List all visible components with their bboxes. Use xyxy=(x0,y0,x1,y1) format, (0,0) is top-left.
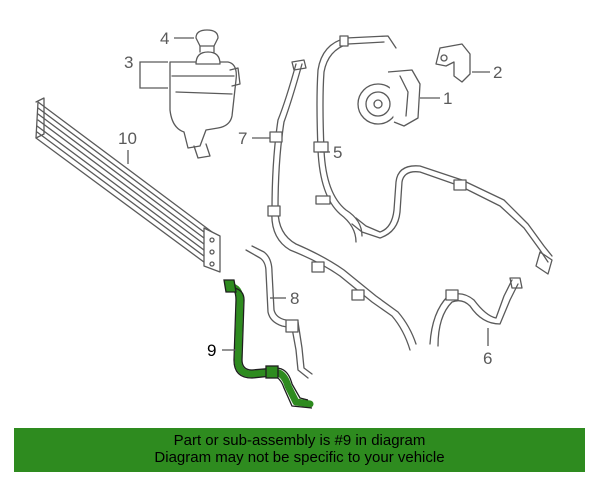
part-7-return-line[interactable] xyxy=(267,59,417,351)
part-2-bracket[interactable] xyxy=(435,43,471,83)
part-10-oil-cooler[interactable] xyxy=(35,97,221,273)
part-1-power-steering-pump[interactable] xyxy=(357,69,421,127)
callout-1: 1 xyxy=(443,89,452,108)
banner-line-2: Diagram may not be specific to your vehi… xyxy=(154,449,445,466)
callout-leaders xyxy=(127,37,490,351)
callout-10: 10 xyxy=(118,129,137,148)
callout-3: 3 xyxy=(124,53,133,72)
banner-line-1: Part or sub-assembly is #9 in diagram xyxy=(173,432,426,449)
callout-9: 9 xyxy=(207,341,216,360)
part-3-reservoir[interactable] xyxy=(169,51,241,159)
part-6-lower-hose[interactable] xyxy=(429,277,523,347)
part-8-pipe[interactable] xyxy=(245,245,313,379)
cooler-tube-right[interactable] xyxy=(351,165,553,275)
part-5-pressure-hose[interactable] xyxy=(313,35,397,243)
callout-2: 2 xyxy=(493,63,502,82)
callout-8: 8 xyxy=(290,289,299,308)
part-4-reservoir-cap[interactable] xyxy=(195,29,219,53)
callout-6: 6 xyxy=(483,349,492,368)
callout-5: 5 xyxy=(333,143,342,162)
callout-7: 7 xyxy=(238,129,247,148)
part-9-highlighted-line[interactable] xyxy=(223,279,314,409)
callout-4: 4 xyxy=(160,29,169,48)
part-info-banner: Part or sub-assembly is #9 in diagram Di… xyxy=(14,428,585,472)
